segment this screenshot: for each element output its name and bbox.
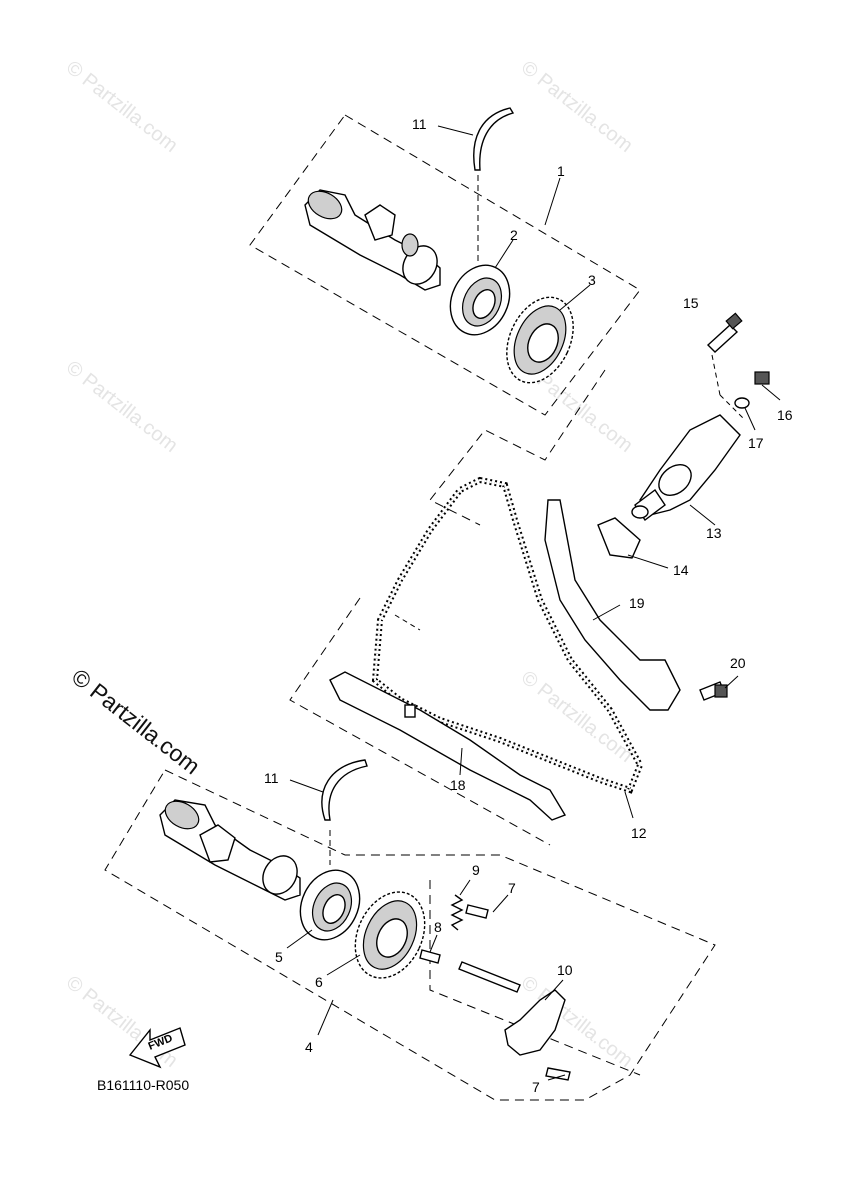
bolt-20: [699, 675, 739, 701]
callout-15: 15: [683, 295, 699, 311]
camshaft-lower: [159, 799, 301, 901]
bearing-lower: [299, 869, 361, 941]
reference-code: B161110-R050: [97, 1077, 189, 1093]
callout-19: 19: [629, 595, 645, 611]
watermark: © Partzilla.com: [517, 667, 637, 767]
watermark: © Partzilla.com: [517, 57, 637, 157]
callout-12: 12: [631, 825, 647, 841]
decomp-shaft: [458, 961, 521, 993]
circlip-upper: [473, 107, 515, 171]
watermark: © Partzilla.com: [62, 57, 182, 157]
callout-20: 20: [730, 655, 746, 671]
bolt-7-upper: [465, 904, 489, 919]
sprocket-upper: [506, 296, 574, 384]
callout-13: 13: [706, 525, 722, 541]
watermark: © Partzilla.com: [62, 357, 182, 457]
callout-17: 17: [748, 435, 764, 451]
callout-6: 6: [315, 974, 323, 990]
callout-3: 3: [588, 272, 596, 288]
decomp-lever: [504, 989, 566, 1056]
circlip-lower: [321, 759, 368, 821]
lower-camshaft-assembly: [104, 759, 716, 1101]
callout-14: 14: [673, 562, 689, 578]
copyright-mark: © Partzilla.com: [67, 663, 205, 779]
callout-10: 10: [557, 962, 573, 978]
bolt-7-lower: [545, 1067, 571, 1081]
callout-11-upper: 11: [412, 116, 427, 132]
callout-2: 2: [510, 227, 518, 243]
callout-9: 9: [472, 862, 480, 878]
bolt-16: [754, 371, 781, 401]
lower-inner-box: [429, 880, 641, 1076]
upper-camshaft-assembly: [249, 107, 641, 416]
callout-11-lower: 11: [264, 770, 279, 786]
callout-4: 4: [305, 1039, 313, 1055]
callout-5: 5: [275, 949, 283, 965]
spring-9: [450, 894, 464, 931]
guide-box: [289, 597, 551, 846]
upper-assembly-box: [249, 114, 641, 416]
callout-18: 18: [450, 777, 466, 793]
callout-7-lower: 7: [532, 1079, 540, 1095]
callout-1: 1: [557, 163, 565, 179]
chain-guide-18: [329, 671, 567, 821]
callout-8: 8: [434, 919, 442, 935]
chain-guide-19: [544, 499, 681, 711]
tensioner-gasket: [597, 517, 641, 559]
timing-chain: [371, 476, 644, 819]
pin-8: [419, 949, 441, 964]
callout-labels: 1 2 3 11 15 16 17 13 14 19 20 18 12 11 9…: [264, 116, 793, 1095]
bolt-15: [706, 312, 746, 421]
callout-7-upper: 7: [508, 880, 516, 896]
chain-tensioner: [631, 414, 741, 526]
camshaft-upper: [304, 189, 441, 291]
gasket-17: [734, 397, 750, 409]
bearing-upper: [449, 264, 511, 336]
watermark: © Partzilla.com: [62, 972, 182, 1072]
sprocket-lower: [354, 891, 426, 979]
callout-16: 16: [777, 407, 793, 423]
lower-assembly-box: [104, 769, 716, 1101]
